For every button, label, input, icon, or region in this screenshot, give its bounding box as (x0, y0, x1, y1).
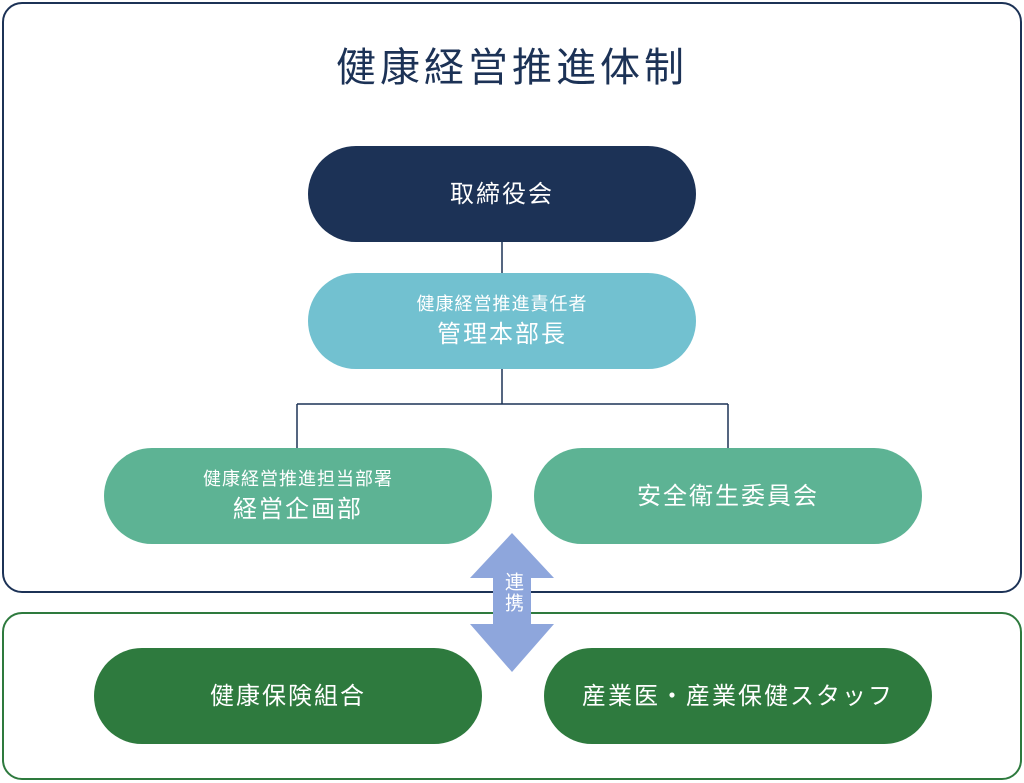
staff-label: 産業医・産業保健スタッフ (582, 682, 894, 710)
board-node: 取締役会 (308, 146, 696, 242)
department-node: 健康経営推進担当部署 経営企画部 (104, 448, 492, 544)
insurance-node: 健康保険組合 (94, 648, 482, 744)
responsible-node: 健康経営推進責任者 管理本部長 (308, 273, 696, 369)
safety-committee-node: 安全衛生委員会 (534, 448, 922, 544)
insurance-label: 健康保険組合 (210, 682, 366, 710)
department-role: 健康経営推進担当部署 (203, 469, 393, 490)
safety-committee-label: 安全衛生委員会 (637, 482, 819, 510)
responsible-role: 健康経営推進責任者 (416, 294, 588, 315)
link-label: 連携 (502, 572, 524, 614)
staff-node: 産業医・産業保健スタッフ (544, 648, 932, 744)
page-title: 健康経営推進体制 (336, 45, 688, 91)
department-name: 経営企画部 (233, 495, 363, 523)
board-label: 取締役会 (450, 180, 554, 208)
responsible-name: 管理本部長 (437, 320, 567, 348)
